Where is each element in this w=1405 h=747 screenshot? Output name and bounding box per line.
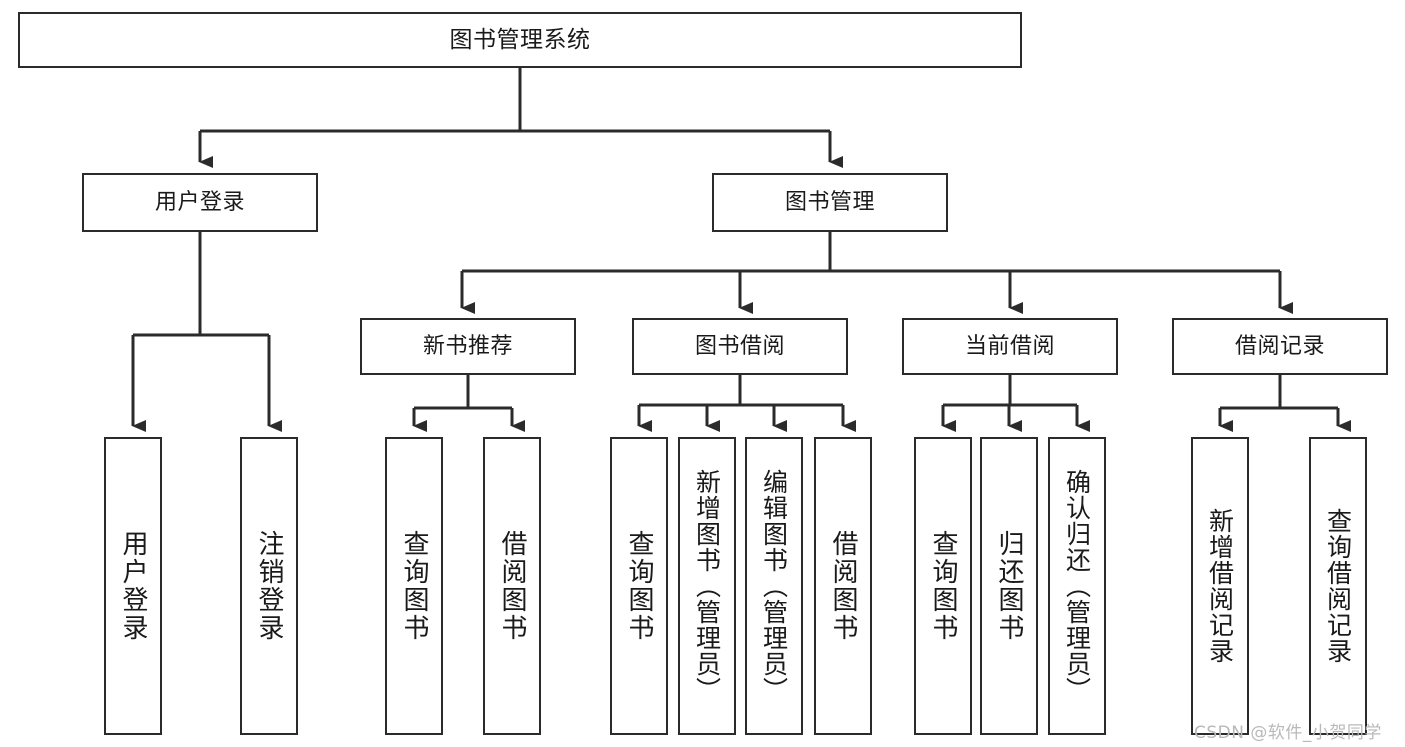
watermark-text: CSDN @软件_小贺同学 [1194,723,1382,743]
node-label: 编辑图书（管理员） [759,469,789,703]
node-label: 图书管理系统 [449,26,591,53]
node-label: 新增图书（管理员） [692,469,722,703]
leaf-current-borrow-confirm-return[interactable]: 确认归还（管理员） [1048,437,1106,735]
node-label: 查询借阅记录 [1323,508,1353,664]
node-user-login[interactable]: 用户登录 [82,173,318,232]
node-label: 归还图书 [994,530,1024,642]
leaf-current-borrow-query[interactable]: 查询图书 [914,437,972,735]
node-label: 图书管理 [784,189,875,215]
node-label: 用户登录 [118,530,148,642]
node-label: 确认归还（管理员） [1062,469,1092,703]
node-label: 查询图书 [624,530,654,642]
leaf-book-borrow-query[interactable]: 查询图书 [610,437,668,735]
node-label: 新书推荐 [422,333,513,359]
node-label: 借阅图书 [828,530,858,642]
node-label: 借阅图书 [497,530,527,642]
node-label: 图书借阅 [694,333,785,359]
node-label: 新增借阅记录 [1205,508,1235,664]
node-borrow-record[interactable]: 借阅记录 [1172,318,1388,375]
leaf-current-borrow-return[interactable]: 归还图书 [980,437,1038,735]
node-label: 查询图书 [399,530,429,642]
node-book-management[interactable]: 图书管理 [712,173,948,232]
node-label: 当前借阅 [964,333,1055,359]
leaf-user-login-logout[interactable]: 注销登录 [240,437,298,735]
node-current-borrow[interactable]: 当前借阅 [902,318,1118,375]
leaf-book-borrow-edit[interactable]: 编辑图书（管理员） [745,437,803,735]
leaf-book-borrow-add[interactable]: 新增图书（管理员） [678,437,736,735]
node-label: 注销登录 [254,530,284,642]
node-label: 借阅记录 [1234,333,1325,359]
leaf-book-borrow-borrow[interactable]: 借阅图书 [814,437,872,735]
node-root-system[interactable]: 图书管理系统 [18,12,1022,68]
leaf-borrow-record-query[interactable]: 查询借阅记录 [1309,437,1367,735]
leaf-borrow-record-add[interactable]: 新增借阅记录 [1191,437,1249,735]
leaf-new-book-query[interactable]: 查询图书 [385,437,443,735]
node-new-book-recommend[interactable]: 新书推荐 [360,318,576,375]
node-label: 用户登录 [154,189,245,215]
leaf-new-book-borrow[interactable]: 借阅图书 [483,437,541,735]
node-label: 查询图书 [928,530,958,642]
node-book-borrow[interactable]: 图书借阅 [632,318,848,375]
leaf-user-login-login[interactable]: 用户登录 [104,437,162,735]
